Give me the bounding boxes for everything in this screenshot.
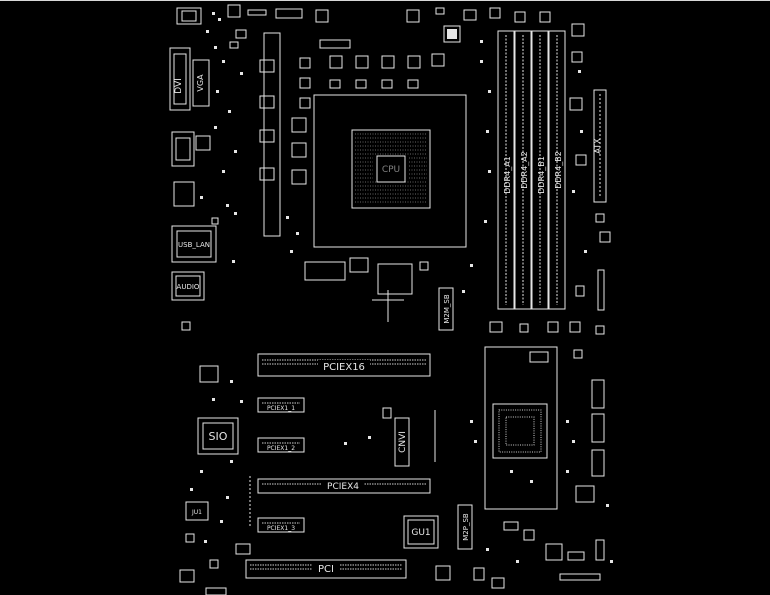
m2m-label: M2M_SB (443, 294, 451, 323)
m2m-connector: M2M_SB (438, 287, 454, 331)
scattered-passives (190, 12, 613, 563)
dvi-connector: DVI (169, 47, 191, 111)
cpu-bottom-components (304, 257, 429, 322)
pciex1-1-slot: PCIEX1_1 (257, 397, 305, 413)
cnvi-label: CNVI (398, 431, 408, 453)
cpu-socket: CPU (313, 94, 467, 248)
pci-label: PCI (318, 564, 334, 575)
pciex1-3-label: PCIEX1_3 (267, 525, 295, 532)
sio-label: SIO (209, 430, 228, 443)
dimm-bottom-row (489, 285, 605, 335)
dimm4-label: DDR4_B2 (554, 151, 563, 189)
pci-slot: PCI (245, 559, 407, 579)
vrm-column (259, 32, 311, 237)
m2p-connector: M2P_SB (457, 504, 473, 550)
pciex1-2-label: PCIEX1_2 (267, 445, 295, 452)
ju1-label: JU1 (191, 509, 202, 516)
usb-lan-label: USB_LAN (178, 241, 210, 249)
pciex16-slot: PCIEX16 (257, 353, 431, 377)
audio-label: AUDIO (177, 283, 200, 291)
gu1-chip: GU1 (403, 515, 439, 549)
left-io-components (171, 29, 247, 331)
audio-connector: AUDIO (171, 271, 205, 301)
usb-lan-connector: USB_LAN (171, 225, 217, 263)
pciex1-2-slot: PCIEX1_2 (257, 437, 305, 453)
bottom-components (179, 521, 605, 595)
ju1-chip: JU1 (185, 501, 209, 521)
pciex1-1-label: PCIEX1_1 (267, 405, 295, 412)
pciex4-slot: PCIEX4 (249, 476, 431, 528)
cpu-label: CPU (382, 165, 400, 175)
dvi-label: DVI (174, 78, 184, 94)
pciex1-3-slot: PCIEX1_3 (257, 517, 305, 533)
dimm-slot-1: DDR4_A1 (497, 30, 515, 310)
canvas-top-border (0, 0, 770, 1)
dimm-slot-2: DDR4_A2 (514, 30, 532, 310)
rear-io-header (176, 4, 551, 25)
dimm3-label: DDR4_B1 (537, 156, 546, 194)
m2p-label: M2P_SB (462, 513, 470, 541)
pciex4-label: PCIEX4 (327, 482, 359, 492)
dimm-slot-3: DDR4_B1 (531, 30, 549, 310)
vrm-top-row (319, 25, 461, 89)
sio-chip: SIO (197, 365, 239, 455)
dimm-slot-4: DDR4_B2 (548, 30, 566, 310)
vga-connector: VGA (192, 59, 210, 107)
pch-chipset (484, 346, 605, 510)
atx-label: ATX (593, 138, 602, 154)
atx-power-connector: ATX (569, 23, 611, 311)
pciex16-label: PCIEX16 (323, 362, 365, 373)
gu1-label: GU1 (411, 528, 430, 538)
vga-label: VGA (196, 74, 205, 92)
cnvi-connector: CNVI (382, 407, 436, 467)
dimm1-label: DDR4_A1 (503, 156, 512, 194)
dimm2-label: DDR4_A2 (520, 151, 529, 189)
